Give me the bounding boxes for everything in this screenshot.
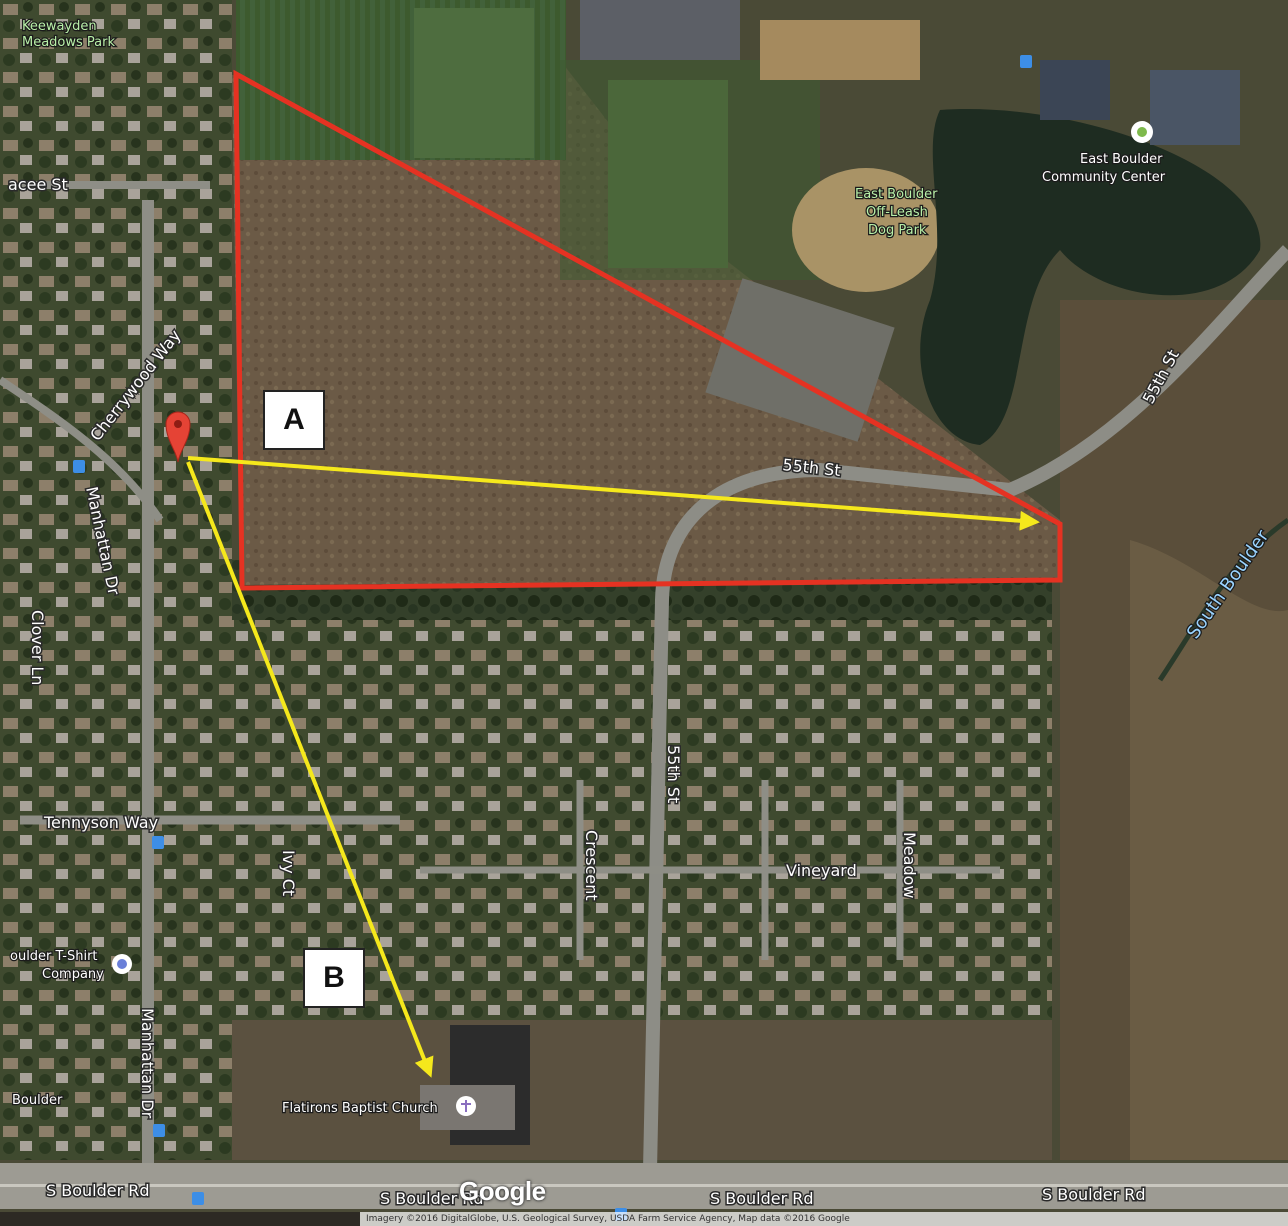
bottom-strip bbox=[0, 1212, 360, 1226]
place-label-community-1: East Boulder bbox=[1080, 152, 1163, 167]
community-center-building-1 bbox=[1040, 60, 1110, 120]
s-boulder-rd-median bbox=[0, 1184, 1288, 1187]
place-label-tshirt-1: oulder T-Shirt bbox=[10, 949, 98, 964]
pond bbox=[920, 109, 1261, 445]
place-label-dogpark-1: East Boulder bbox=[855, 187, 938, 202]
callout-a: A bbox=[263, 390, 325, 450]
park-lawn bbox=[560, 60, 820, 280]
parking-lot bbox=[705, 278, 895, 442]
tshirt-company-marker-icon[interactable] bbox=[112, 954, 132, 974]
location-pin-icon[interactable] bbox=[165, 411, 191, 463]
road-label-55th-vertical: 55th St bbox=[664, 745, 683, 803]
parcel-outline bbox=[233, 69, 1063, 591]
map-attribution[interactable]: Imagery ©2016 DigitalGlobe, U.S. Geologi… bbox=[360, 1212, 1288, 1226]
arrow-to-b bbox=[186, 461, 434, 1078]
north-parking bbox=[580, 0, 740, 60]
place-label-boulder: Boulder bbox=[12, 1093, 63, 1108]
south-fields bbox=[232, 1020, 1052, 1160]
road-label-s-boulder-4: S Boulder Rd bbox=[1042, 1185, 1146, 1204]
road-label-vineyard: Vineyard bbox=[786, 861, 857, 880]
arrow-to-a bbox=[187, 456, 1040, 531]
community-center-building-2 bbox=[1150, 70, 1240, 145]
55th-st-road bbox=[643, 245, 1288, 1171]
dog-park-area bbox=[792, 168, 940, 292]
vacant-field bbox=[232, 60, 1060, 585]
east-pasture bbox=[1130, 540, 1288, 1160]
cherrywood-road bbox=[0, 376, 164, 523]
church-marker-icon[interactable] bbox=[456, 1096, 476, 1116]
road-label-crescent: Crescent bbox=[582, 830, 601, 901]
south-boulder-creek bbox=[1157, 517, 1288, 682]
place-label-tshirt-2: Company bbox=[42, 967, 104, 982]
callout-b: B bbox=[303, 948, 365, 1008]
bus-stop-icon[interactable] bbox=[73, 55, 1032, 1221]
road-label-s-boulder-3: S Boulder Rd bbox=[710, 1189, 814, 1208]
place-label-keewayden-1: Keewayden bbox=[22, 19, 97, 34]
place-label-dogpark-2: Off-Leash bbox=[866, 205, 928, 220]
place-label-keewayden-2: Meadows Park bbox=[22, 35, 115, 50]
place-label-church: Flatirons Baptist Church bbox=[282, 1101, 438, 1116]
road-label-manhattan-2: Manhattan Dr bbox=[138, 1008, 157, 1119]
playing-field-1 bbox=[414, 8, 534, 158]
place-label-dogpark-3: Dog Park bbox=[868, 223, 927, 238]
community-center-marker-icon[interactable] bbox=[1131, 121, 1153, 143]
south-neighborhood bbox=[232, 600, 1052, 1020]
road-label-tennyson: Tennyson Way bbox=[43, 813, 158, 832]
road-label-ivy: Ivy Ct bbox=[279, 850, 298, 896]
road-label-s-boulder-1: S Boulder Rd bbox=[46, 1181, 150, 1200]
road-label-meadow: Meadow bbox=[900, 832, 919, 898]
google-logo: Google bbox=[459, 1176, 546, 1206]
road-label-clover: Clover Ln bbox=[28, 610, 47, 685]
road-label-s-boulder-2: S Boulder Rd bbox=[380, 1189, 484, 1208]
road-label-cree: acee St bbox=[8, 175, 68, 194]
ball-courts bbox=[760, 20, 920, 80]
place-label-community-2: Community Center bbox=[1042, 170, 1166, 185]
